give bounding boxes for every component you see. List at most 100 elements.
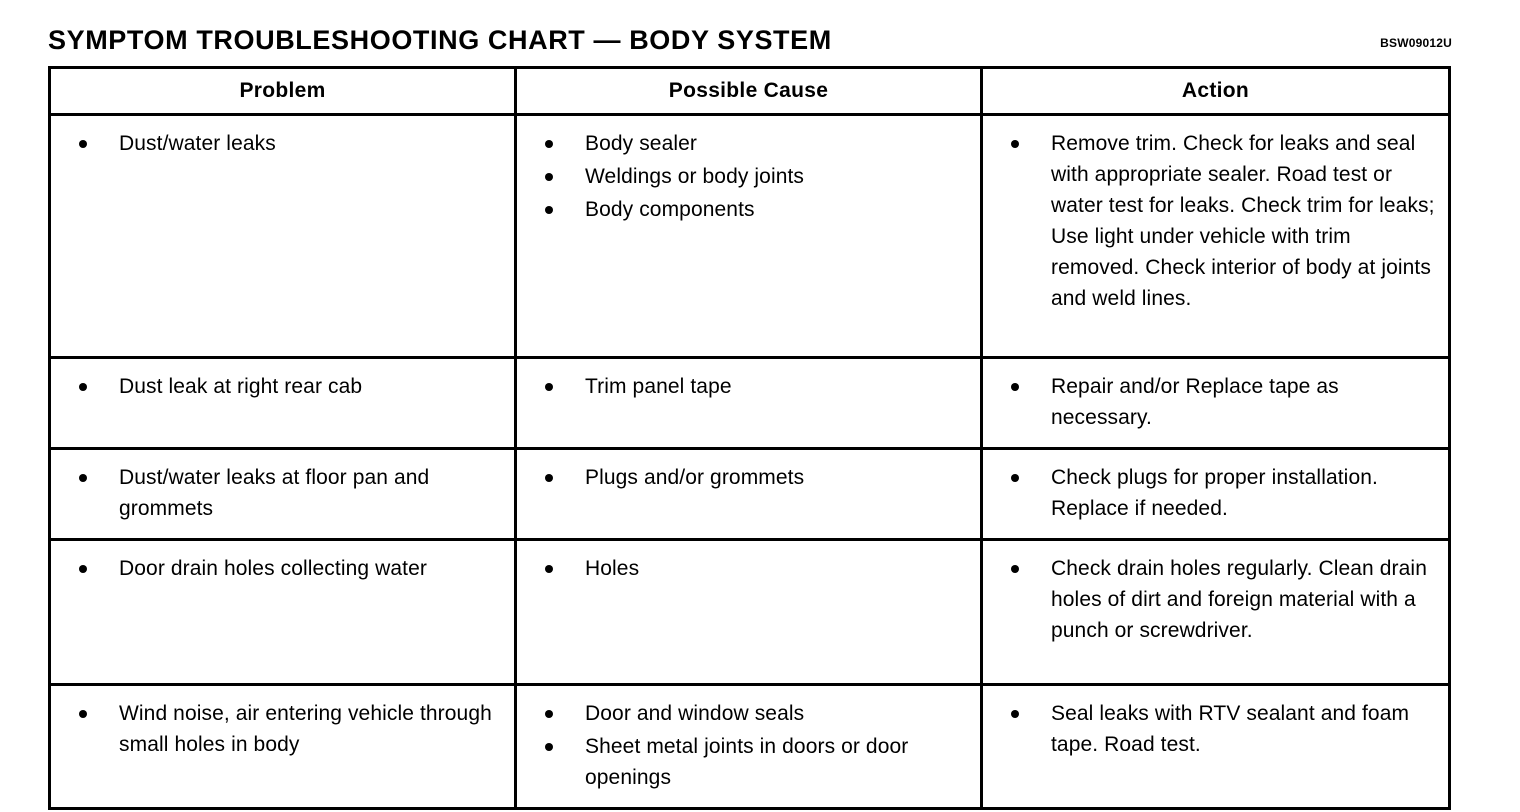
page-title: SYMPTOM TROUBLESHOOTING CHART — BODY SYS… (48, 25, 832, 55)
cell-action: Check drain holes regularly. Clean drain… (980, 538, 1451, 686)
cell-possible-cause: Trim panel tape (514, 356, 983, 450)
cell-problem: Dust leak at right rear cab (48, 356, 517, 450)
bullet-list: Remove trim. Check for leaks and seal wi… (993, 128, 1438, 314)
table-row: Dust leak at right rear cab Trim panel t… (48, 356, 1451, 450)
cell-content: Check plugs for proper installation. Rep… (983, 450, 1448, 538)
bullet-list: Check drain holes regularly. Clean drain… (993, 553, 1438, 646)
list-item-label: Body components (585, 198, 755, 221)
list-item: Check drain holes regularly. Clean drain… (993, 553, 1438, 646)
bullet-icon (1011, 474, 1019, 482)
list-item-label: Holes (585, 557, 640, 580)
cell-possible-cause: Plugs and/or grommets (514, 447, 983, 541)
bullet-list: Holes (527, 553, 970, 584)
bullet-list: Dust/water leaks at floor pan and gromme… (61, 462, 504, 524)
bullet-icon (545, 383, 553, 391)
list-item: Holes (527, 553, 970, 584)
bullet-icon (79, 474, 87, 482)
bullet-icon (1011, 383, 1019, 391)
bullet-list: Dust/water leaks (61, 128, 504, 159)
troubleshooting-table: Problem Possible Cause Action Dust/water… (48, 66, 1451, 810)
bullet-icon (79, 383, 87, 391)
list-item: Remove trim. Check for leaks and seal wi… (993, 128, 1438, 314)
list-item: Trim panel tape (527, 371, 970, 402)
table-header: Problem Possible Cause Action (48, 66, 1451, 116)
cell-content: Remove trim. Check for leaks and seal wi… (983, 116, 1448, 356)
cell-action: Repair and/or Replace tape as necessary. (980, 356, 1451, 450)
bullet-icon (545, 710, 553, 718)
bullet-list: Door drain holes collecting water (61, 553, 504, 584)
cell-possible-cause: Holes (514, 538, 983, 686)
bullet-list: Trim panel tape (527, 371, 970, 402)
cell-problem: Dust/water leaks (48, 113, 517, 359)
cell-content: Check drain holes regularly. Clean drain… (983, 541, 1448, 683)
list-item: Seal leaks with RTV sealant and foam tap… (993, 698, 1438, 760)
bullet-list: Repair and/or Replace tape as necessary. (993, 371, 1438, 433)
table-row: Door drain holes collecting water Holes … (48, 538, 1451, 686)
list-item-label: Dust/water leaks at floor pan and gromme… (119, 466, 430, 520)
bullet-list: Check plugs for proper installation. Rep… (993, 462, 1438, 524)
cell-content: Dust leak at right rear cab (51, 359, 514, 439)
cell-content: Holes (517, 541, 980, 683)
list-item-label: Trim panel tape (585, 375, 732, 398)
bullet-icon (1011, 710, 1019, 718)
bullet-icon (79, 710, 87, 718)
list-item-label: Sheet metal joints in doors or door open… (585, 735, 909, 789)
bullet-icon (545, 565, 553, 573)
cell-content: Plugs and/or grommets (517, 450, 980, 530)
list-item-label: Wind noise, air entering vehicle through… (119, 702, 492, 756)
list-item: Body components (527, 194, 970, 225)
bullet-icon (545, 140, 553, 148)
cell-problem: Dust/water leaks at floor pan and gromme… (48, 447, 517, 541)
list-item: Sheet metal joints in doors or door open… (527, 731, 970, 793)
list-item-label: Repair and/or Replace tape as necessary. (1051, 375, 1339, 429)
cell-content: Wind noise, air entering vehicle through… (51, 686, 514, 796)
cell-action: Check plugs for proper installation. Rep… (980, 447, 1451, 541)
table-row: Dust/water leaks at floor pan and gromme… (48, 447, 1451, 541)
table-header-row: Problem Possible Cause Action (48, 66, 1451, 116)
list-item: Repair and/or Replace tape as necessary. (993, 371, 1438, 433)
bullet-icon (1011, 140, 1019, 148)
bullet-icon (545, 173, 553, 181)
bullet-icon (79, 140, 87, 148)
reference-code: BSW09012U (1380, 36, 1452, 50)
column-header-possible-cause: Possible Cause (514, 66, 983, 116)
cell-content: Dust/water leaks (51, 116, 514, 356)
cell-content: Dust/water leaks at floor pan and gromme… (51, 450, 514, 538)
cell-content: Door drain holes collecting water (51, 541, 514, 683)
bullet-icon (79, 565, 87, 573)
list-item-label: Door and window seals (585, 702, 805, 725)
list-item-label: Plugs and/or grommets (585, 466, 805, 489)
bullet-icon (545, 206, 553, 214)
document-header: SYMPTOM TROUBLESHOOTING CHART — BODY SYS… (48, 24, 1452, 58)
list-item-label: Seal leaks with RTV sealant and foam tap… (1051, 702, 1410, 756)
bullet-list: Seal leaks with RTV sealant and foam tap… (993, 698, 1438, 760)
cell-problem: Wind noise, air entering vehicle through… (48, 683, 517, 810)
list-item-label: Dust leak at right rear cab (119, 375, 363, 398)
table-row: Wind noise, air entering vehicle through… (48, 683, 1451, 810)
column-header-problem: Problem (48, 66, 517, 116)
cell-content: Seal leaks with RTV sealant and foam tap… (983, 686, 1448, 796)
list-item-label: Dust/water leaks (119, 132, 276, 155)
bullet-list: Dust leak at right rear cab (61, 371, 504, 402)
list-item-label: Body sealer (585, 132, 697, 155)
list-item: Dust/water leaks at floor pan and gromme… (61, 462, 504, 524)
list-item: Wind noise, air entering vehicle through… (61, 698, 504, 760)
list-item-label: Check plugs for proper installation. Rep… (1051, 466, 1378, 520)
bullet-list: Plugs and/or grommets (527, 462, 970, 493)
cell-problem: Door drain holes collecting water (48, 538, 517, 686)
list-item-label: Weldings or body joints (585, 165, 805, 188)
list-item: Check plugs for proper installation. Rep… (993, 462, 1438, 524)
cell-content: Trim panel tape (517, 359, 980, 439)
bullet-icon (545, 743, 553, 751)
bullet-list: Wind noise, air entering vehicle through… (61, 698, 504, 760)
list-item: Weldings or body joints (527, 161, 970, 192)
list-item: Dust/water leaks (61, 128, 504, 159)
list-item: Body sealer (527, 128, 970, 159)
